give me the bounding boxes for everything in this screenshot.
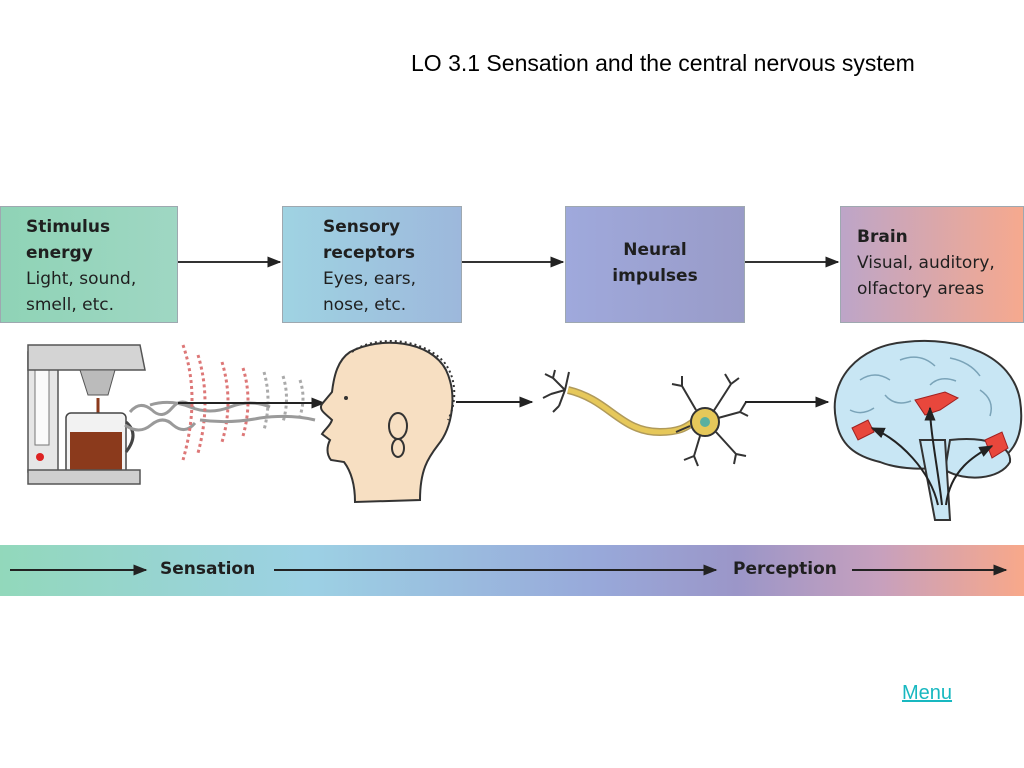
sensation-label: Sensation	[160, 559, 256, 579]
brain-icon	[833, 340, 1023, 521]
stimulus-energy-heading: Stimulus energy	[26, 217, 111, 263]
brain-areas-text: Visual, auditory, olfactory areas	[857, 253, 995, 299]
brainstem	[918, 439, 952, 521]
smell-squiggle	[199, 414, 316, 424]
sound-wave-arc	[281, 375, 288, 423]
neuron-icon	[542, 369, 749, 467]
smell-squiggle	[124, 418, 197, 432]
menu-link[interactable]: Menu	[902, 682, 953, 704]
brain-folds	[849, 356, 992, 417]
sound-wave-arc	[298, 379, 305, 417]
sound-wave-arc	[262, 371, 270, 431]
page-title: LO 3.1 Sensation and the central nervous…	[411, 50, 915, 76]
sensory-receptors-examples: Eyes, ears, nose, etc.	[323, 269, 417, 315]
earring-icon	[391, 438, 405, 458]
neural-impulses-heading: Neural impulses	[612, 240, 698, 286]
sound-wave-arc	[220, 361, 230, 443]
sound-wave-arc	[181, 344, 194, 461]
dendrites	[671, 373, 749, 467]
sound-wave-arc	[241, 367, 250, 437]
stimulus-energy-box: Stimulus energy Light, sound, smell, etc…	[0, 206, 178, 323]
sensory-receptors-box: Sensory receptors Eyes, ears, nose, etc.	[282, 206, 462, 323]
brain-heading: Brain	[857, 227, 908, 247]
brain-pathways	[870, 406, 994, 506]
ear-icon	[388, 412, 408, 440]
axon-terminals	[542, 369, 570, 413]
head-profile-icon	[320, 340, 456, 504]
stimulus-energy-examples: Light, sound, smell, etc.	[26, 269, 137, 315]
eye-icon	[344, 396, 348, 400]
coffee-maker-icon	[27, 344, 146, 485]
sensory-receptors-heading: Sensory receptors	[323, 217, 415, 263]
perception-label: Perception	[733, 559, 837, 579]
nucleus	[700, 417, 710, 427]
brain-box: Brain Visual, auditory, olfactory areas	[840, 206, 1024, 323]
neural-impulses-box: Neural impulses	[565, 206, 745, 323]
